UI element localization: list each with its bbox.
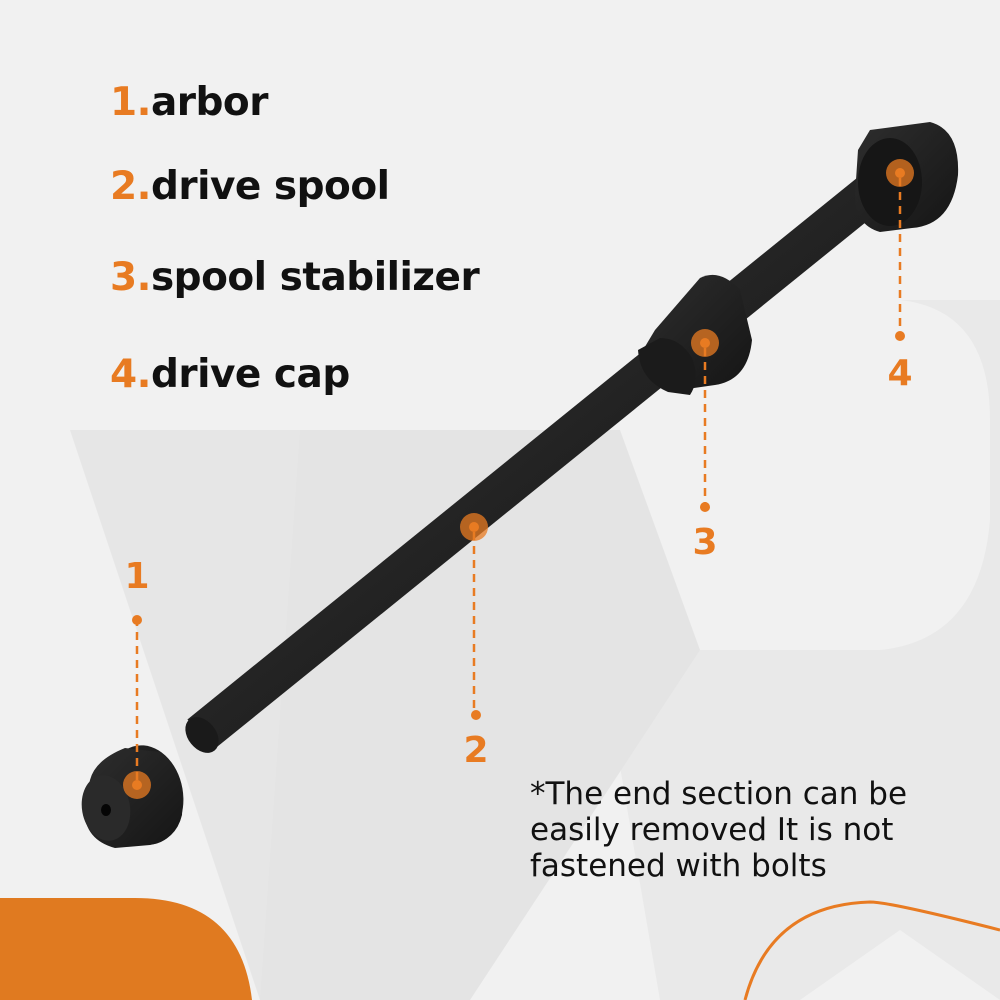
legend-number: 1.	[110, 80, 151, 125]
callout-number-1: 1	[124, 556, 150, 597]
legend-number: 3.	[110, 255, 151, 300]
callout-number-2: 2	[463, 730, 489, 771]
legend-item-arbor: 1.arbor	[110, 80, 268, 125]
legend-item-spool-stabilizer: 3.spool stabilizer	[110, 255, 480, 300]
legend-label: arbor	[150, 80, 269, 125]
legend-item-drive-cap: 4.drive cap	[110, 352, 350, 397]
callout-number-3: 3	[692, 522, 718, 563]
legend-number: 2.	[110, 164, 151, 209]
legend-label: spool stabilizer	[150, 255, 480, 300]
legend-label: drive spool	[150, 164, 390, 209]
callout-4-marker	[886, 159, 914, 341]
callout-3-marker	[691, 329, 719, 512]
legend-item-drive-spool: 2.drive spool	[110, 164, 390, 209]
legend-number: 4.	[110, 352, 151, 397]
callout-number-4: 4	[887, 353, 913, 394]
callout-1-marker	[123, 615, 151, 799]
watermark-shape	[70, 300, 1000, 1000]
orange-corner-shape	[0, 898, 252, 1000]
callout-2-marker	[460, 513, 488, 720]
orange-curve-decoration	[743, 900, 1000, 1000]
removal-note: *The end section can be easily removed I…	[530, 776, 908, 884]
legend-label: drive cap	[150, 352, 350, 397]
